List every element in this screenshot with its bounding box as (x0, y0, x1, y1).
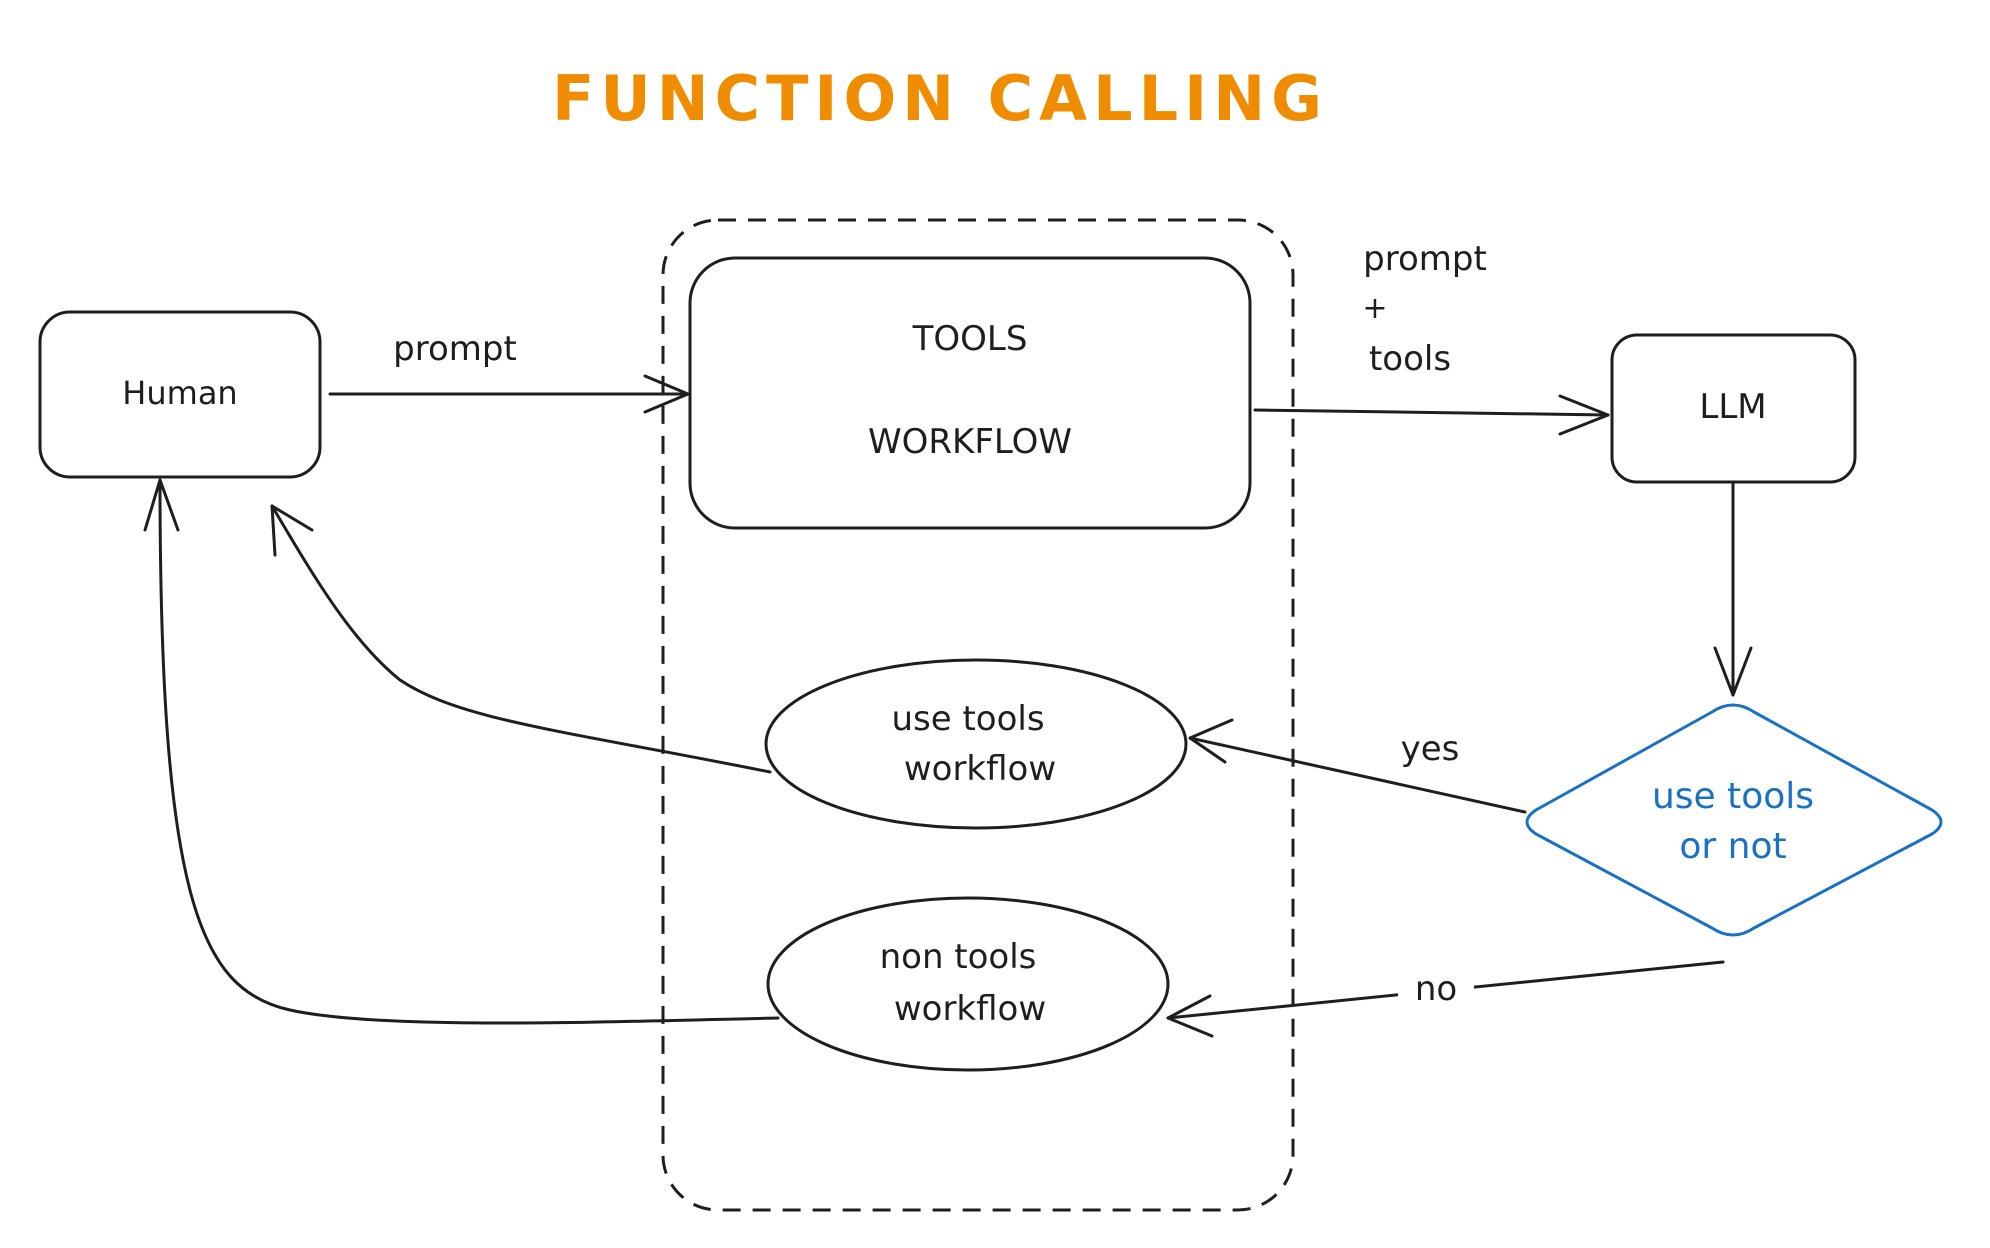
edge-label-prompt-tools-3: tools (1369, 339, 1451, 379)
decision-line2: or not (1679, 826, 1786, 867)
use-tools-line2: workflow (904, 749, 1056, 789)
arrow-human-to-tools (328, 374, 690, 414)
use-tools-workflow-node[interactable]: use tools workflow (764, 658, 1188, 830)
edge-label-no-bg (1398, 968, 1474, 1008)
edge-label-prompt-tools-2: + (1362, 291, 1387, 326)
llm-node[interactable]: LLM (1610, 333, 1857, 484)
tools-container (661, 218, 1295, 1212)
edge-label-no: no (1415, 969, 1457, 1009)
arrow-tools-to-llm (1253, 394, 1610, 436)
tools-label-line2: WORKFLOW (868, 422, 1072, 462)
edge-label-prompt: prompt (393, 329, 517, 369)
tools-label-line1: TOOLS (912, 319, 1028, 359)
decision-line1: use tools (1652, 776, 1814, 817)
llm-label: LLM (1699, 387, 1766, 427)
diagram-title: FUNCTION CALLING (552, 62, 1328, 135)
arrow-llm-to-decision (1713, 482, 1753, 697)
arrow-use-tools-to-human (270, 504, 772, 774)
human-node[interactable]: Human (38, 310, 322, 479)
human-label: Human (122, 374, 237, 412)
non-tools-line2: workflow (894, 989, 1046, 1029)
use-tools-line1: use tools (891, 699, 1044, 739)
edge-label-prompt-tools-1: prompt (1363, 239, 1487, 279)
non-tools-line1: non tools (880, 937, 1037, 977)
tools-workflow-node[interactable]: TOOLS WORKFLOW (688, 256, 1252, 530)
arrow-decision-yes (1188, 718, 1527, 814)
arrow-non-tools-to-human (143, 478, 780, 1025)
non-tools-workflow-node[interactable]: non tools workflow (766, 896, 1170, 1072)
edge-label-yes: yes (1401, 729, 1460, 769)
decision-node[interactable]: use tools or not (1525, 703, 1943, 937)
